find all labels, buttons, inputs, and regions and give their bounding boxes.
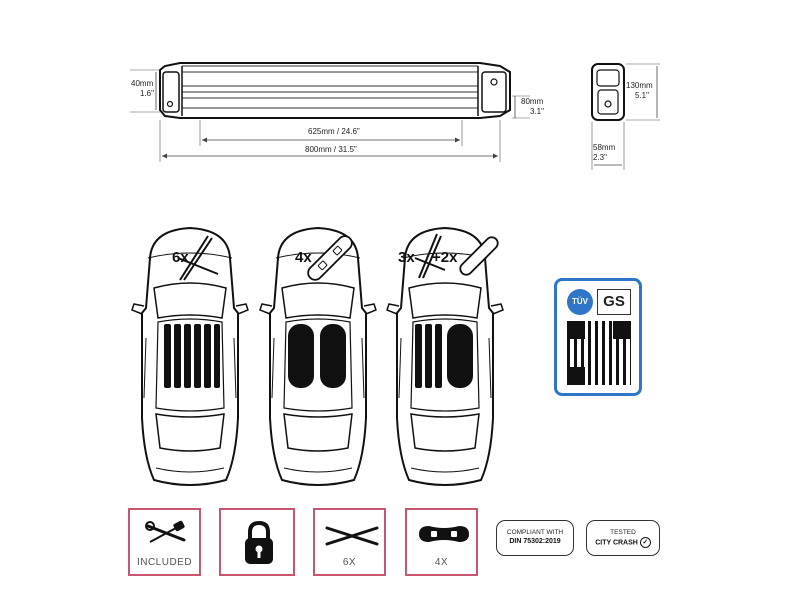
- crash-line-2: CITY CRASH ✓: [587, 537, 659, 548]
- skis-count-label: 6X: [342, 557, 357, 568]
- crossed-skis-badge-icon: [325, 526, 379, 546]
- dim-side-height-mm: 130mm: [626, 81, 653, 90]
- gs-logo: GS: [597, 289, 631, 315]
- dim-left-height-in: 1.6": [140, 89, 154, 98]
- rack-side-view: [591, 63, 625, 121]
- mixed-load: [415, 324, 473, 388]
- dim-left-height-mm: 40mm: [131, 79, 154, 88]
- qr-code-icon: [567, 321, 631, 385]
- car-1-label: 6x: [172, 249, 189, 266]
- lock-badge: [219, 508, 295, 576]
- tools-included-badge: INCLUDED: [128, 508, 201, 576]
- ski-bundle: [164, 324, 220, 388]
- dim-right-height-in: 3.1": [530, 107, 544, 116]
- mixed-board-icon: [459, 236, 499, 276]
- snowboard-count-label: 4X: [434, 557, 449, 568]
- car-3-label-b: +2x: [432, 249, 458, 266]
- mixed-skis-icon: [414, 233, 446, 279]
- compliance-line-1: COMPLIANT WITH: [506, 529, 564, 536]
- certification-badge: TÜV GS: [554, 278, 642, 396]
- crossed-skis-icon: [177, 235, 219, 281]
- rack-dimension-drawing: 40mm 1.6" 80mm 3.1" 625mm / 24.6" 800mm …: [130, 62, 660, 170]
- dim-inner-length: 625mm / 24.6": [308, 127, 360, 136]
- snowboard-badge-icon: [419, 526, 469, 542]
- checkmark-icon: ✓: [639, 537, 651, 548]
- crash-test-badge: TESTED CITY CRASH ✓: [586, 520, 660, 556]
- dim-total-length: 800mm / 31.5": [305, 145, 357, 154]
- car-skis: [131, 227, 249, 486]
- tuv-logo: TÜV: [567, 289, 593, 315]
- rack-front-view: [159, 62, 511, 119]
- car-mixed: [386, 227, 504, 486]
- dim-right-height-mm: 80mm: [521, 97, 544, 106]
- dim-side-width-in: 2.3": [593, 153, 607, 162]
- tools-label: INCLUDED: [136, 557, 193, 568]
- dim-side-height-in: 5.1": [635, 91, 649, 100]
- car-2-label: 4x: [295, 249, 312, 266]
- compliance-line-2: DIN 75302:2019: [509, 538, 561, 545]
- snowboard-pair: [288, 324, 346, 388]
- padlock-icon: [245, 520, 273, 564]
- crash-line-1: TESTED: [610, 529, 636, 536]
- tools-icon: [145, 520, 186, 543]
- dim-side-width-mm: 58mm: [593, 143, 616, 152]
- car-snowboards: [259, 227, 377, 486]
- cars-illustration: 6x 4x 3x +2x: [131, 227, 504, 486]
- snowboard-capacity-badge: 4X: [405, 508, 478, 576]
- snowboard-icon: [307, 235, 353, 281]
- compliance-badge: COMPLIANT WITH DIN 75302:2019: [496, 520, 574, 556]
- car-3-label-a: 3x: [398, 249, 415, 266]
- skis-capacity-badge: 6X: [313, 508, 386, 576]
